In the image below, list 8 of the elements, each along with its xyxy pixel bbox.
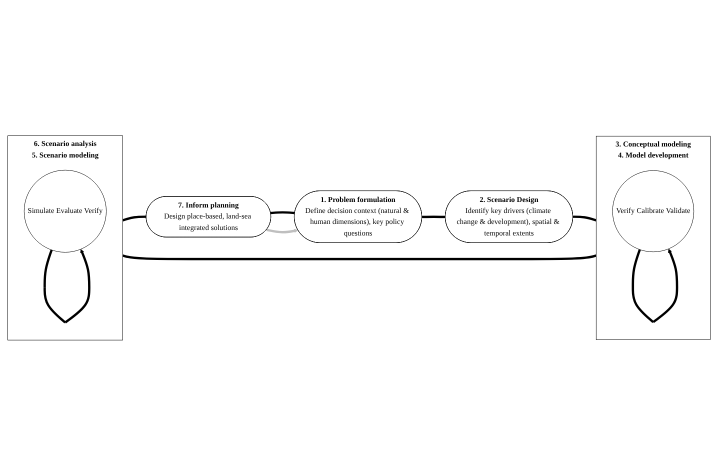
arrow bbox=[632, 248, 678, 324]
connector bbox=[122, 216, 146, 222]
arrow bbox=[44, 249, 90, 324]
arrow bbox=[266, 228, 298, 234]
connector bbox=[270, 211, 295, 214]
connector bbox=[122, 254, 596, 260]
connector bbox=[422, 216, 446, 218]
connector bbox=[572, 216, 597, 222]
